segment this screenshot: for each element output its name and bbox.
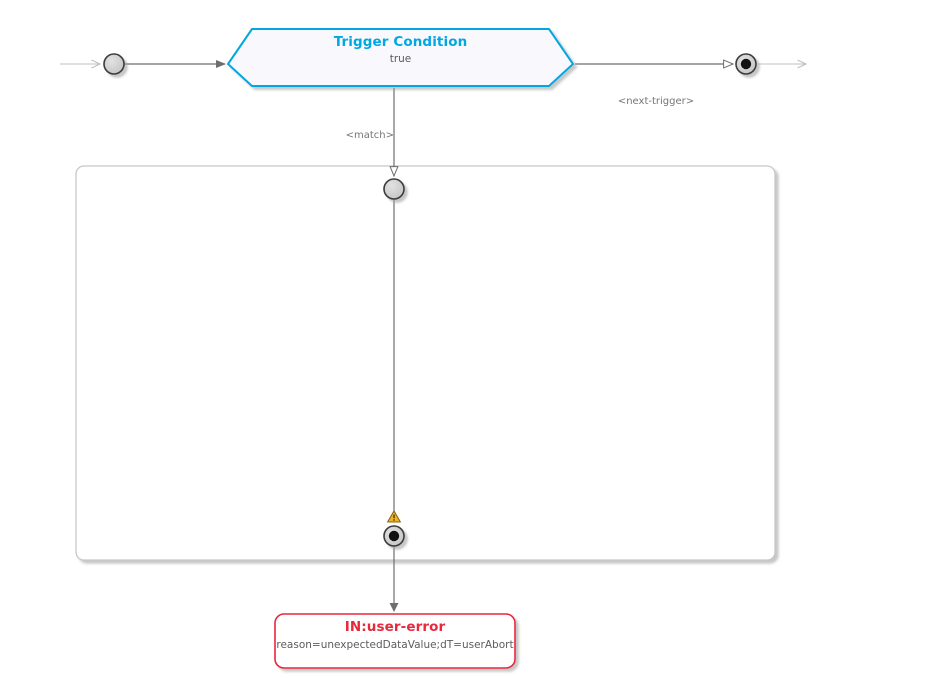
- inner-end-inner: [388, 530, 400, 542]
- warning-bang-dot: [393, 519, 395, 521]
- edge-label-match: <match>: [345, 130, 394, 141]
- state-container-rect: [75, 165, 776, 561]
- inner-start-node[interactable]: [383, 178, 405, 200]
- warning-bang-stem: [393, 514, 395, 519]
- state-container: [75, 165, 776, 561]
- start-node-circle[interactable]: [103, 53, 125, 75]
- error-node[interactable]: [274, 613, 516, 669]
- warning-icon: [387, 510, 401, 523]
- next-trigger-end-inner: [740, 58, 752, 70]
- inner-end-node[interactable]: [383, 525, 405, 547]
- next-trigger-end-node[interactable]: [735, 53, 757, 75]
- inner-start-node-circle[interactable]: [383, 178, 405, 200]
- start-node[interactable]: [103, 53, 125, 75]
- trigger-condition-shape[interactable]: [226, 28, 575, 87]
- edge-label-next-trigger: <next-trigger>: [617, 96, 695, 107]
- error-node-shape[interactable]: [274, 613, 516, 669]
- trigger-condition-node[interactable]: [226, 28, 575, 87]
